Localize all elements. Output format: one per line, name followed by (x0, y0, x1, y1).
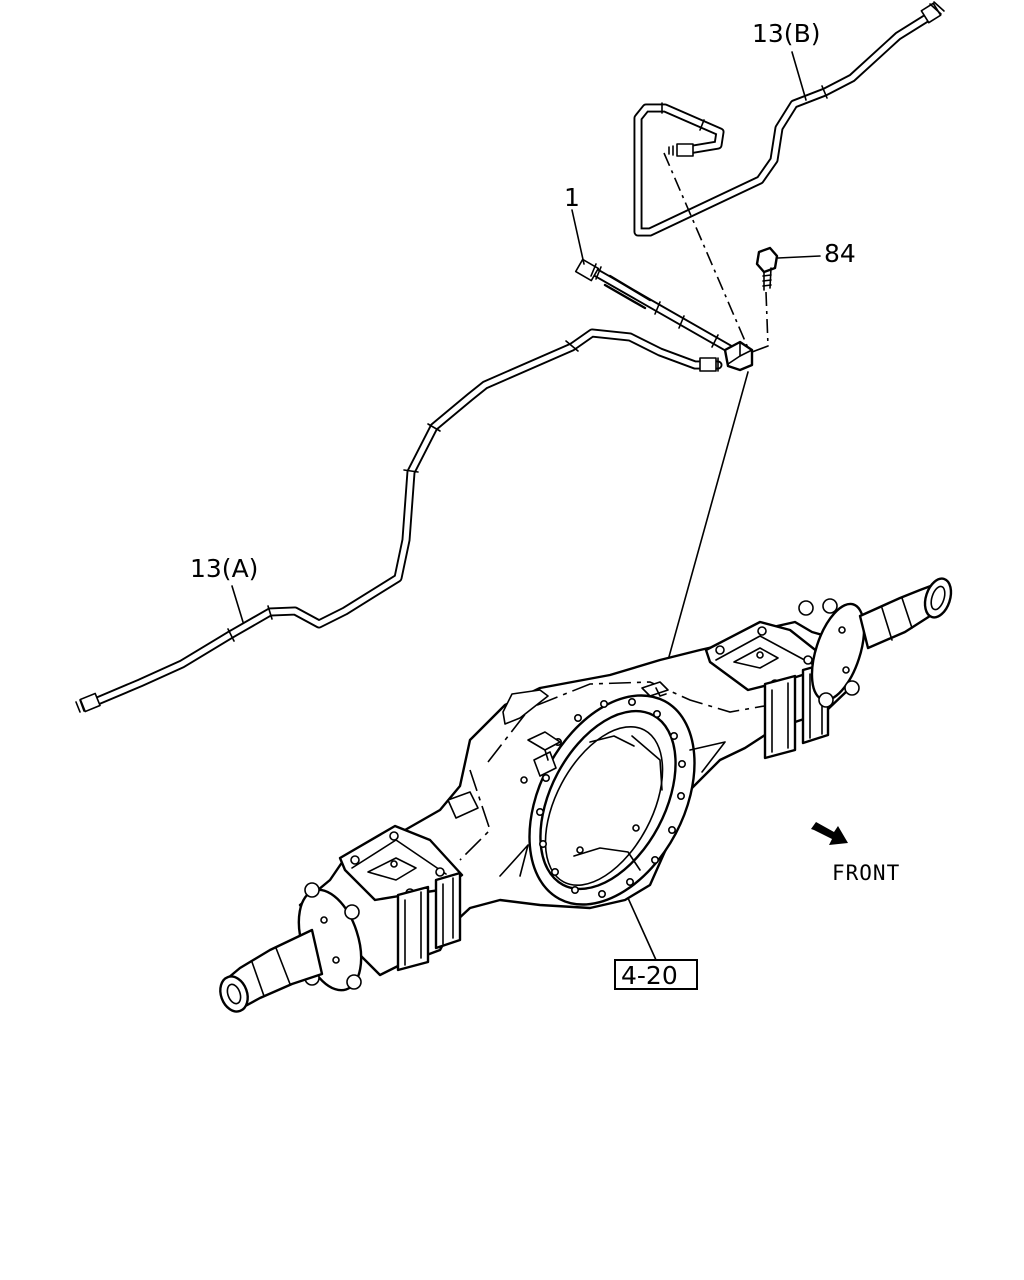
rear-axle-housing (219, 577, 953, 1013)
spring-seat-left (338, 824, 464, 972)
hose-bracket (723, 340, 754, 372)
brake-pipe-13b (633, 1, 945, 237)
callout-84: 84 (824, 239, 856, 268)
pipe-13b-end-fitting (920, 1, 945, 24)
front-direction-label: FRONT (832, 861, 900, 885)
leader-bolt-to-bracket (765, 291, 769, 347)
leader-13b-to-bracket (663, 152, 749, 349)
spring-seat-right (704, 620, 830, 760)
leader-13a (231, 585, 244, 623)
pipe-13a-end-fitting (75, 692, 101, 713)
leader-1 (571, 209, 585, 265)
pipe-13b-hose-fitting (668, 143, 694, 157)
reference-box-4-20: 4-20 (614, 959, 698, 990)
leader-84 (777, 255, 821, 259)
flexible-hose-1 (574, 258, 740, 357)
left-axle-spindle (219, 928, 324, 1013)
pipe-13a-hose-fitting (699, 357, 719, 372)
callout-13a: 13(A) (190, 554, 258, 583)
housing-rib-left (499, 844, 529, 877)
leader-4-20 (627, 897, 657, 961)
housing-rib-right (689, 741, 726, 773)
callout-4-20: 4-20 (621, 961, 678, 990)
leader-bracket-to-axle (661, 371, 749, 683)
callout-1: 1 (564, 183, 580, 212)
pipe-clip-on-housing (641, 681, 669, 697)
bolt-84 (755, 246, 779, 291)
brake-pipe-13a (75, 328, 723, 713)
right-hub-flange (798, 598, 866, 708)
differential-flange (528, 694, 696, 906)
flange-bolt-holes (535, 697, 686, 898)
bolt-guide (751, 345, 769, 353)
hose-end-fitting (574, 258, 602, 282)
arrow-front-icon (811, 822, 848, 845)
housing-boss (502, 689, 549, 725)
callout-13b: 13(B) (752, 19, 820, 48)
leader-13b (791, 51, 807, 101)
right-axle-spindle (858, 577, 953, 650)
housing-boss-lower (447, 791, 479, 819)
